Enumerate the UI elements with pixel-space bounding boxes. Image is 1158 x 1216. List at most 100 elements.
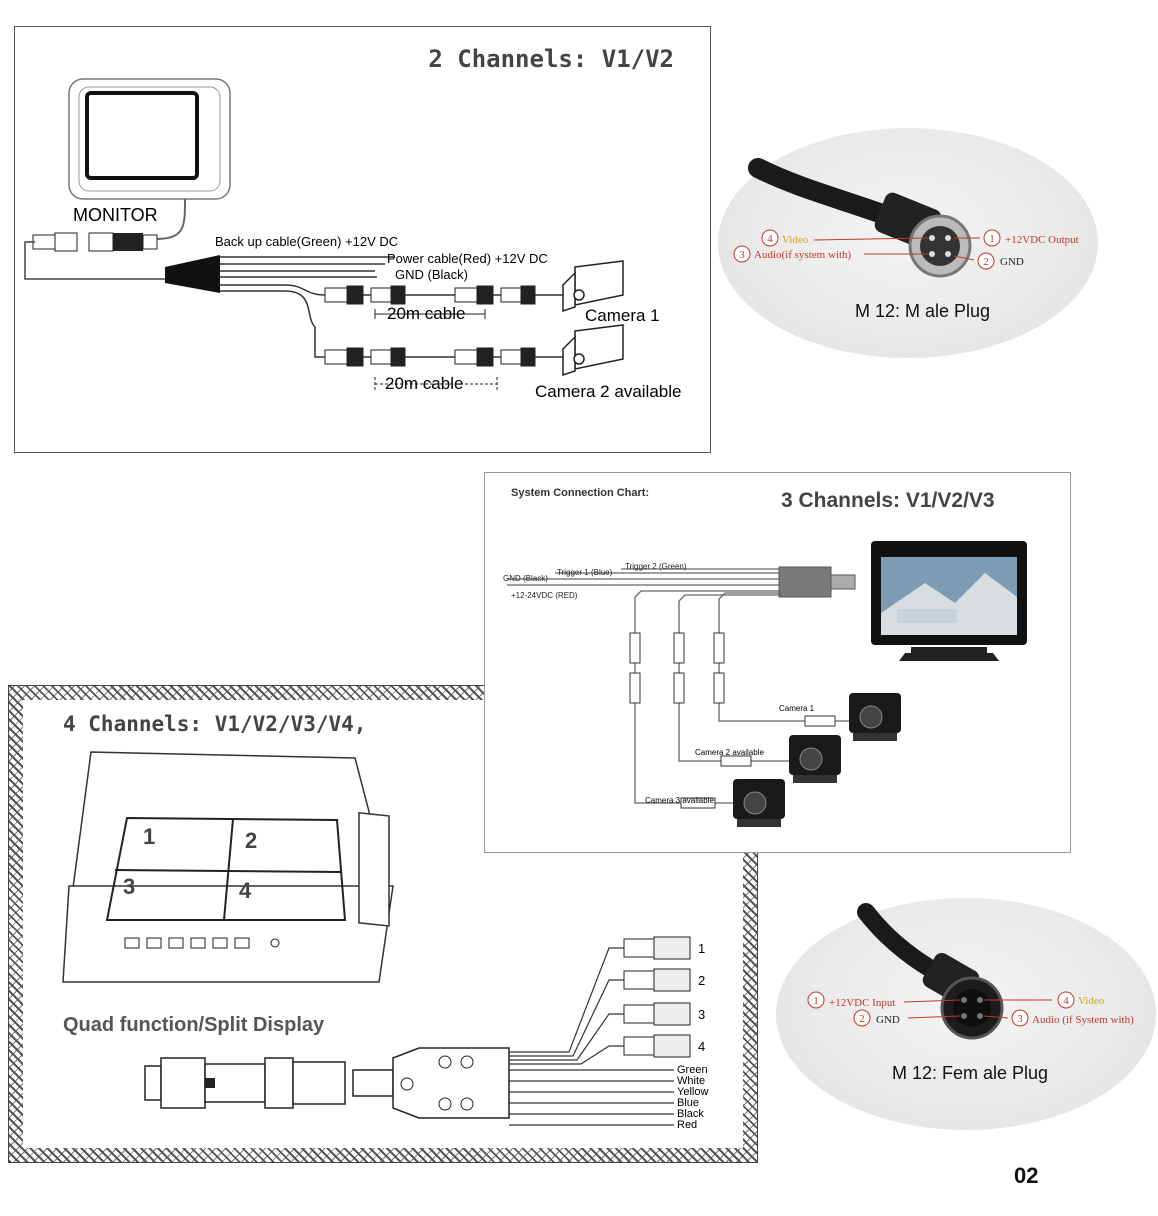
- page-number: 02: [1014, 1163, 1039, 1188]
- male-pin1-number: 1: [989, 233, 995, 245]
- quad-2: 2: [245, 828, 257, 853]
- male-pin3-label: Audio(if system with): [754, 249, 851, 261]
- wire-green: Green: [677, 1064, 708, 1076]
- quad-1: 1: [143, 824, 155, 849]
- three-camera1-label: Camera 1: [779, 704, 815, 713]
- gnd-label: GND (Black): [395, 267, 468, 282]
- camera2-label: Camera 2 available: [535, 382, 681, 401]
- camera2-icon: [562, 324, 624, 377]
- male-pin4-number: 4: [767, 233, 773, 245]
- camera2-connectors: [324, 347, 536, 367]
- female-pin1-label: +12VDC Input: [829, 997, 895, 1009]
- cable2-dimension: [374, 377, 498, 391]
- three-channel-diagram: System Connection Chart: 3 Channels: V1/…: [503, 487, 1027, 827]
- wire-yellow: Yellow: [677, 1086, 708, 1098]
- female-plug-leaders: [903, 999, 1052, 1019]
- wire-white: White: [677, 1075, 705, 1087]
- power-cable-label: Power cable(Red) +12V DC: [387, 251, 548, 266]
- quad-monitor: [62, 751, 394, 983]
- female-plug-panel: 1 +12VDC Input 2 GND 4 Video 3 Audio (if…: [776, 898, 1156, 1130]
- male-plug-illustration: 4 Video 3 Audio(if system with) 1 +12VDC…: [733, 158, 1079, 278]
- female-pin3-number: 3: [1017, 1013, 1023, 1025]
- wire-black: Black: [677, 1108, 704, 1120]
- three-camera2: [789, 735, 841, 783]
- power-wires: [220, 256, 395, 278]
- camera1-icon: [562, 260, 624, 313]
- camera1-connectors: [324, 285, 536, 305]
- cable1-dimension: [374, 309, 486, 319]
- connector-arrow-icon: [205, 1078, 215, 1088]
- monitor-cable: [154, 198, 186, 240]
- channel-1: 1: [698, 941, 705, 956]
- male-pin4-label: Video: [782, 234, 809, 246]
- female-plug-sockets: [961, 997, 983, 1019]
- monitor-screen: [85, 91, 199, 180]
- trigger2-label: Trigger 2 (Green): [625, 562, 687, 571]
- female-pin4-number: 4: [1063, 995, 1069, 1007]
- male-plug-insert: [920, 226, 960, 266]
- male-plug-label: M 12: M ale Plug: [855, 301, 991, 321]
- wire-red: Red: [677, 1119, 697, 1131]
- gnd-black-label: GND (Black): [503, 574, 548, 583]
- female-pin2-number: 2: [859, 1013, 865, 1025]
- quad-3: 3: [123, 874, 135, 899]
- trigger1-label: Trigger 1 (Blue): [557, 568, 613, 577]
- male-pin2-number: 2: [983, 256, 989, 268]
- female-plug-label: M 12: Fem ale Plug: [892, 1063, 1049, 1083]
- three-inline-connectors: [629, 632, 836, 809]
- camera2-cable: [220, 290, 575, 358]
- monitor-bezel: [78, 86, 221, 192]
- male-plug-cable: [748, 158, 898, 226]
- wire-blue: Blue: [677, 1097, 699, 1109]
- quad-connector: [144, 1057, 394, 1109]
- power-red-label: +12-24VDC (RED): [511, 591, 578, 600]
- camera1-label: Camera 1: [585, 306, 660, 325]
- three-camera3: [733, 779, 785, 827]
- four-channel-diagram: 1 2 3 4 Quad function/Split Display: [62, 751, 708, 1131]
- cable2-label: 20m cable: [385, 374, 463, 393]
- three-camera2-label: Camera 2 available: [695, 748, 764, 757]
- three-power-wires: [507, 568, 781, 586]
- male-plug-panel: 4 Video 3 Audio(if system with) 1 +12VDC…: [718, 128, 1098, 358]
- two-channel-panel: 2 Channels: V1/V2 MONITOR Back up cable(…: [14, 26, 711, 453]
- quad-subtitle: Quad function/Split Display: [63, 1014, 325, 1036]
- three-monitor: [871, 541, 1027, 661]
- male-pin3-number: 3: [739, 249, 745, 261]
- quad-splitter: [392, 1047, 510, 1119]
- two-channel-diagram: MONITOR Back up cable(Green) +12V DC Pow…: [24, 78, 681, 401]
- monitor-lead: [24, 241, 165, 280]
- three-channel-title: 3 Channels: V1/V2/V3: [781, 489, 995, 512]
- quad-4: 4: [239, 878, 252, 903]
- female-pin4-label: Video: [1078, 995, 1105, 1007]
- three-hub: [778, 566, 832, 598]
- three-camera3-label: Camera 3 available: [645, 796, 714, 805]
- female-plug-cable: [857, 903, 945, 981]
- female-pin2-label: GND: [876, 1014, 900, 1026]
- channel-2: 2: [698, 973, 705, 988]
- male-pin2-label: GND: [1000, 256, 1024, 268]
- three-camera-cables: [634, 590, 851, 804]
- splitter-holes: [400, 1055, 474, 1111]
- four-channel-title: 4 Channels: V1/V2/V3/V4,: [63, 712, 367, 736]
- female-plug-illustration: 1 +12VDC Input 2 GND 4 Video 3 Audio (if…: [807, 903, 1134, 1040]
- three-hub-plug: [830, 574, 856, 590]
- channel-connectors: [623, 936, 691, 1058]
- three-channel-panel: System Connection Chart: 3 Channels: V1/…: [484, 472, 1071, 853]
- three-camera1: [849, 693, 901, 741]
- channel-wires: [509, 947, 674, 1126]
- cable1-label: 20m cable: [387, 304, 465, 323]
- quad-screen: [105, 816, 347, 921]
- monitor-buttons: [124, 937, 280, 949]
- connection-chart-heading: System Connection Chart:: [511, 487, 649, 499]
- male-plug-pins: [929, 235, 951, 257]
- channel-4: 4: [698, 1039, 705, 1054]
- two-channel-title: 2 Channels: V1/V2: [428, 45, 674, 73]
- monitor-connector: [32, 232, 158, 252]
- channel-3: 3: [698, 1007, 705, 1022]
- male-plug-leaders: [813, 237, 980, 261]
- male-pin1-label: +12VDC Output: [1005, 234, 1079, 246]
- female-plug-insert: [953, 989, 991, 1027]
- backup-cable-label: Back up cable(Green) +12V DC: [215, 234, 398, 249]
- cable-hub: [165, 255, 220, 293]
- female-pin1-number: 1: [813, 995, 819, 1007]
